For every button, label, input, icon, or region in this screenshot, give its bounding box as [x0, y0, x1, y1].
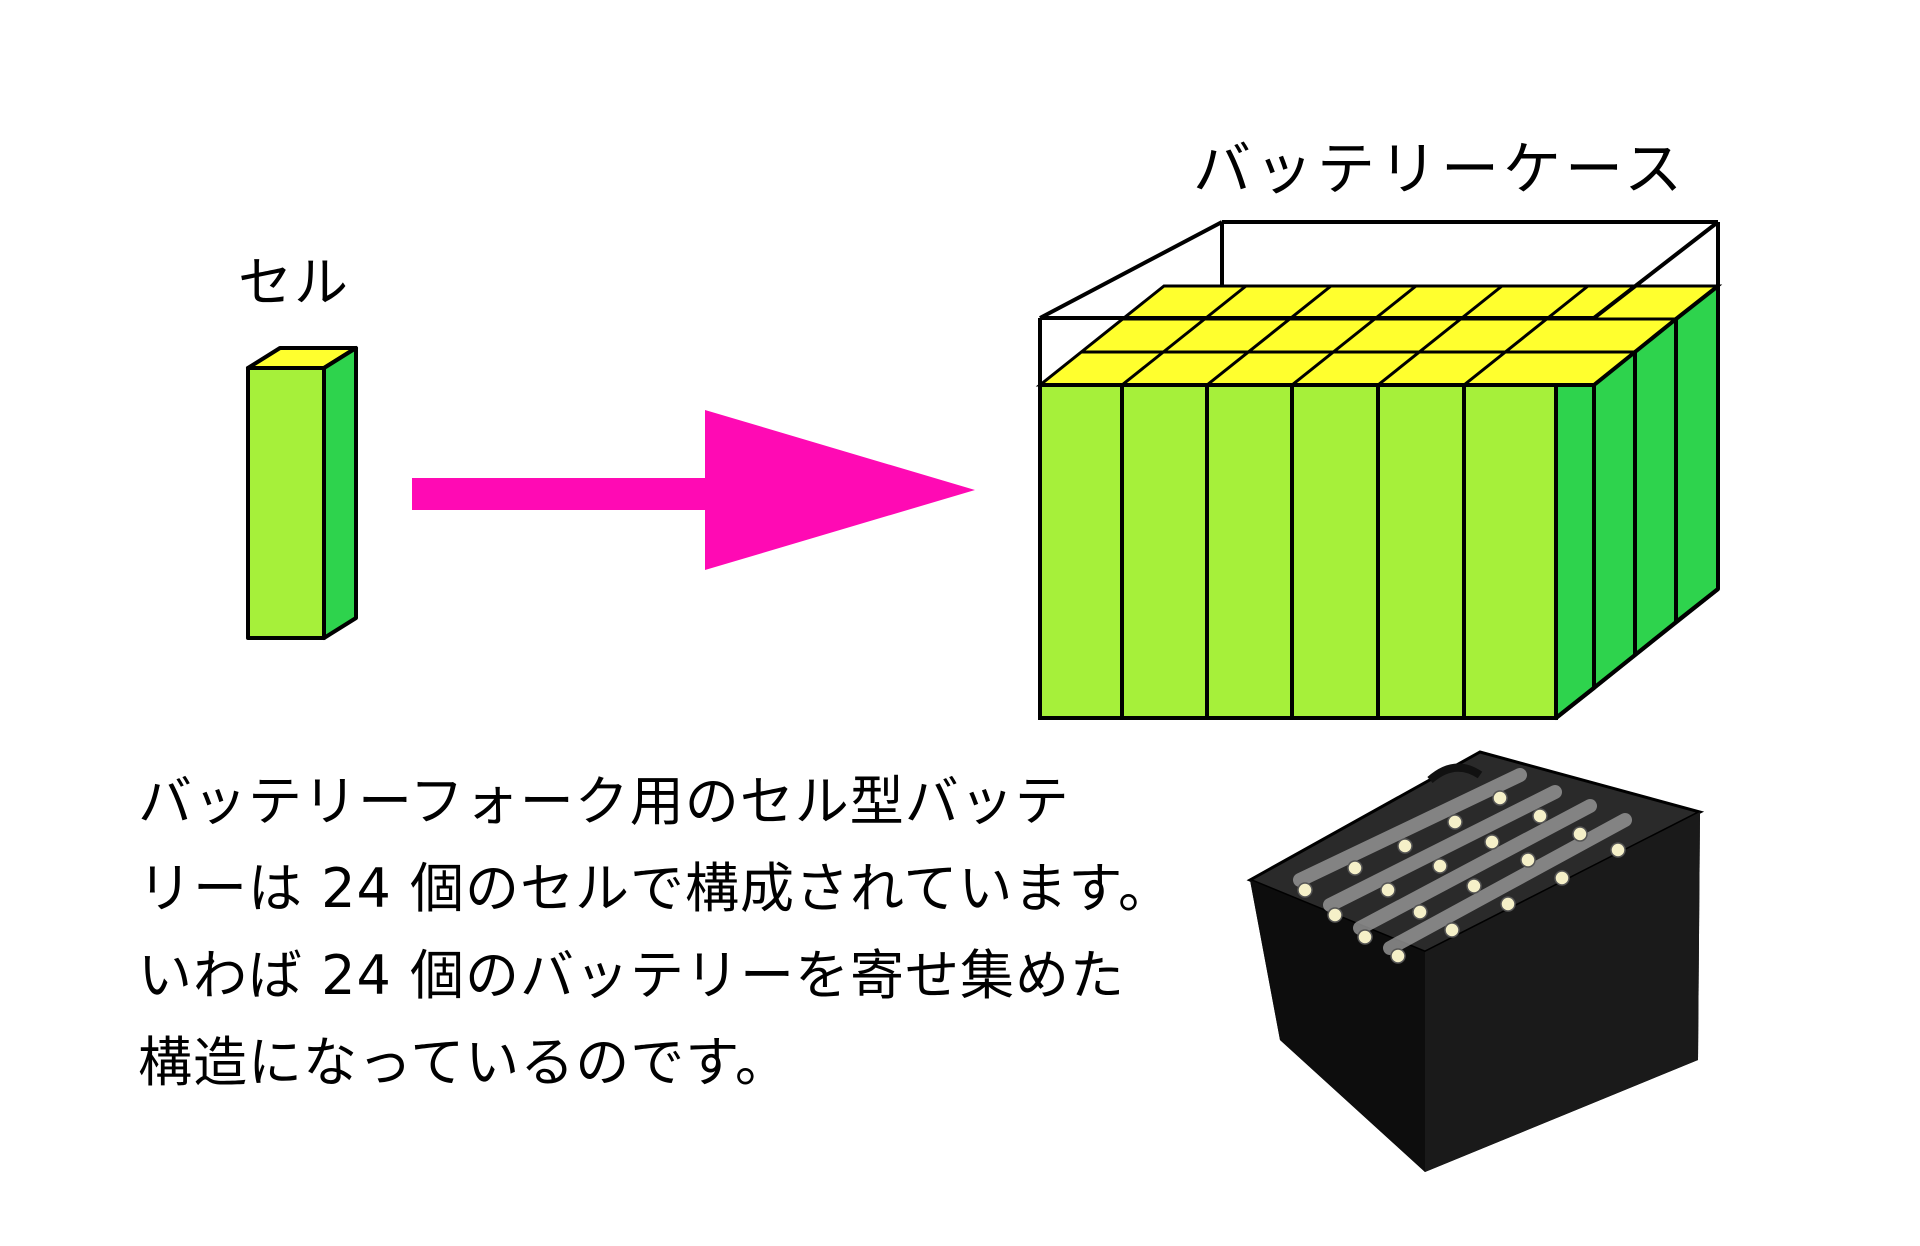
- cell-front: [246, 366, 326, 640]
- battery-case-side-cells: [1554, 284, 1720, 720]
- single-cell: [246, 346, 358, 640]
- description-text: バッテリーフォーク用のセル型バッテ リーは 24 個のセルで構成されています。 …: [138, 758, 1208, 1106]
- description-line: バッテリーフォーク用のセル型バッテ: [138, 770, 1070, 833]
- battery-photo-terminals: [1297, 790, 1626, 964]
- cell-label: セル: [238, 251, 350, 314]
- battery-photo: [1246, 750, 1705, 1172]
- description-line: 構造になっているのです。: [138, 1031, 790, 1094]
- arrow: [412, 410, 975, 570]
- battery-case-frame-front: [1040, 220, 1720, 720]
- battery-case-label: バッテリーケース: [1193, 135, 1687, 203]
- battery-case-front-cells: [1038, 383, 1558, 720]
- cell-side: [322, 346, 358, 640]
- description-line: リーは 24 個のセルで構成されています。: [138, 857, 1174, 920]
- battery-case-frame-back: [1038, 220, 1720, 385]
- description-line: いわば 24 個のバッテリーを寄せ集めた: [138, 944, 1126, 1007]
